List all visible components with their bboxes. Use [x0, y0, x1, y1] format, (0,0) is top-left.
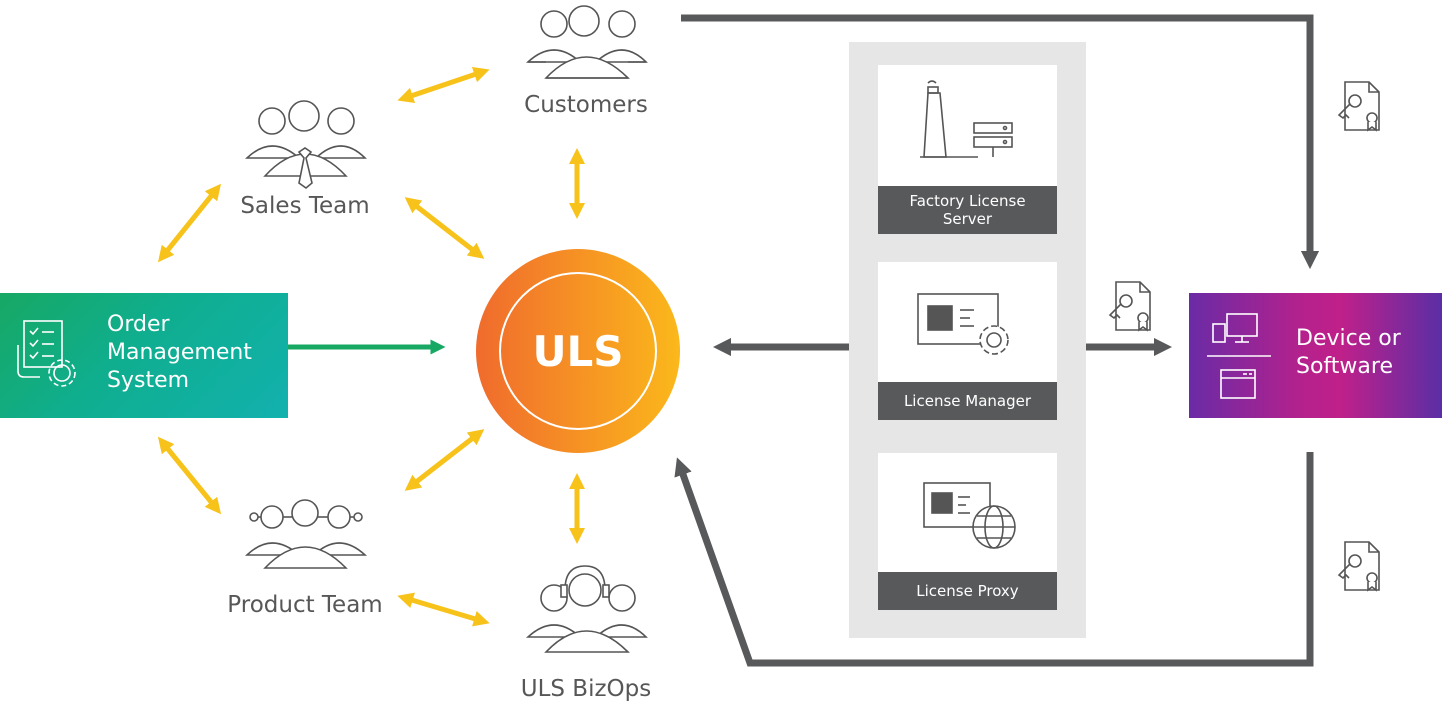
customers-label: Customers: [524, 92, 648, 118]
order-management-system: Order Management System: [0, 293, 288, 418]
screen-gear-icon: [917, 293, 1009, 355]
oms-label: Order Management System: [107, 312, 252, 393]
arrow-device-uls: [674, 452, 1314, 667]
arrow-oms-product: [157, 436, 222, 515]
cert-icon-middle: [1108, 281, 1151, 332]
customers-people-icon: [525, 5, 648, 79]
license-manager-caption: License Manager: [878, 382, 1057, 420]
device-or-software: Device or Software: [1189, 293, 1442, 418]
arrow-customers-device: [681, 14, 1320, 270]
arrow-product-bizops: [397, 592, 490, 627]
device-label: Device or Software: [1296, 326, 1401, 379]
gray-arrows: [674, 14, 1320, 667]
cert-icon-top: [1337, 81, 1380, 132]
factory-server-icon: [920, 80, 1013, 158]
yellow-arrows: [157, 66, 586, 627]
arrow-oms-sales: [157, 183, 222, 263]
bizops-people-icon: [525, 565, 648, 653]
sales-team-label: Sales Team: [240, 193, 370, 219]
cert-icon-bottom: [1337, 541, 1380, 592]
arrow-sales-customers: [397, 66, 490, 104]
arrow-sales-uls: [404, 197, 485, 259]
people-icon: [245, 5, 648, 653]
arrow-product-uls: [404, 429, 485, 491]
uls-bizops-label: ULS BizOps: [520, 676, 652, 702]
product-people-icon: [245, 499, 368, 569]
device-window-icon: [1207, 313, 1271, 399]
certificate-key-icon: [1108, 81, 1380, 592]
sales-people-icon: [245, 100, 367, 190]
uls-label: ULS: [532, 326, 624, 376]
screen-globe-icon: [923, 482, 1016, 549]
license-manager-card: License Manager: [878, 262, 1057, 420]
checklist-gear-icon: [17, 320, 76, 387]
uls-circle: [476, 249, 680, 453]
product-team-label: Product Team: [227, 592, 383, 618]
license-proxy-card: License Proxy: [878, 453, 1057, 610]
uls-inner-ring: [499, 272, 657, 430]
license-proxy-caption: License Proxy: [878, 572, 1057, 610]
